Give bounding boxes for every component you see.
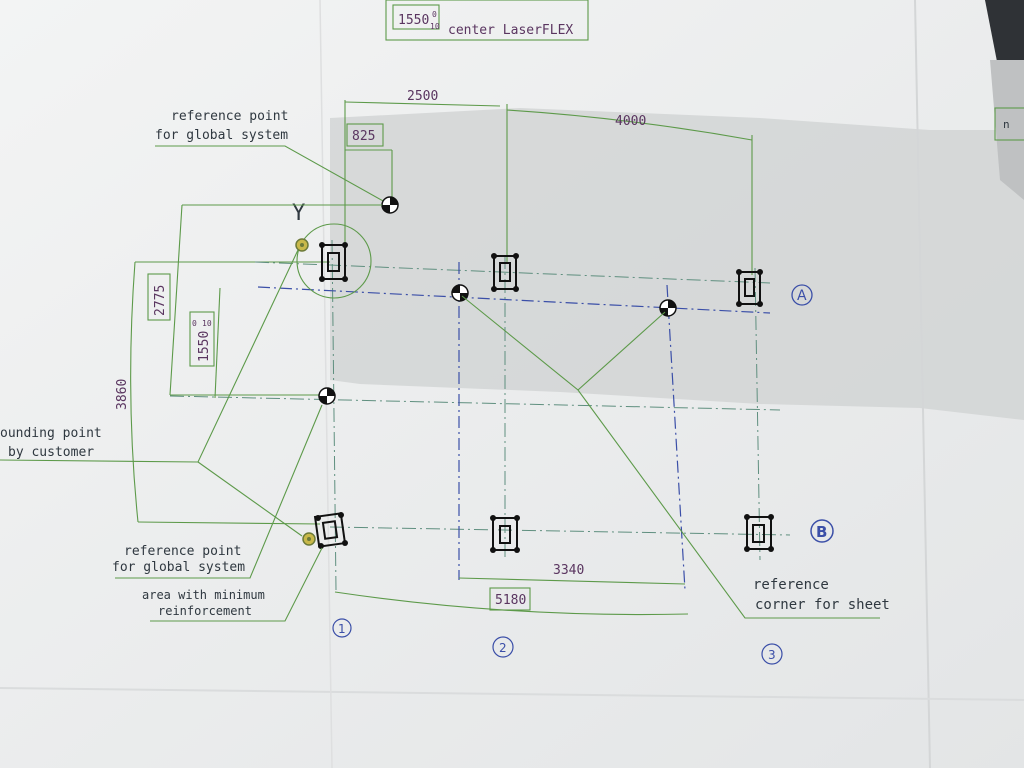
grounding-leader-bottom xyxy=(197,461,303,537)
dim-825: 825 xyxy=(352,129,375,144)
y-axis-label: Y xyxy=(292,201,305,226)
grid-bubble-3: 3 xyxy=(761,643,783,665)
title-block: 1550 0 10 center LaserFLEX xyxy=(385,0,589,41)
dim-4000: 4000 xyxy=(615,114,646,129)
support-a2 xyxy=(491,253,519,292)
grid-bubble-b: B xyxy=(810,519,834,543)
corner-title-box xyxy=(994,107,1024,141)
fold-line xyxy=(914,0,931,768)
reference-marker-center xyxy=(318,387,336,405)
ref-global-bottom-leader xyxy=(115,404,323,579)
ref-corner-line2: corner for sheet xyxy=(755,597,890,613)
min-reinf-line1: area with minimum xyxy=(142,588,265,602)
svg-text:A: A xyxy=(797,288,807,304)
dim-2775: 2775 xyxy=(153,285,168,316)
dim-1550-tol-bottom: 10 xyxy=(202,319,212,328)
svg-text:3: 3 xyxy=(768,648,776,662)
bottom-dimensions: 3340 5180 xyxy=(334,563,689,616)
grid-bubble-2: 2 xyxy=(492,636,514,658)
ref-corner-line1: reference xyxy=(753,577,829,593)
grid-bubble-1: 1 xyxy=(332,618,352,638)
grounding-label-line2: by customer xyxy=(8,445,94,460)
title-suffix: center LaserFLEX xyxy=(448,23,573,38)
global-reference-marker-top-fill xyxy=(382,197,398,213)
dim-1550: 1550 xyxy=(197,331,212,362)
shadow-band xyxy=(330,108,1024,420)
support-b2 xyxy=(490,515,520,553)
ref-global-top-line2: for global system xyxy=(155,128,288,143)
reference-marker-sheet-right xyxy=(659,299,677,317)
grid-bubble-a: A xyxy=(791,284,813,306)
minimum-reinforcement-area-circle xyxy=(296,223,372,299)
shadow-right xyxy=(990,60,1024,200)
title-tol-bottom: 10 xyxy=(430,22,440,31)
ref-global-bottom-line2: for global system xyxy=(112,560,245,575)
grounding-label-line1: ounding point xyxy=(0,426,102,441)
ref-global-top-leader xyxy=(155,145,386,203)
min-reinforcement-leader xyxy=(150,547,323,622)
support-b3 xyxy=(744,514,774,552)
ref-global-bottom-line1: reference point xyxy=(124,544,241,559)
support-a1 xyxy=(319,242,348,282)
support-a3 xyxy=(736,269,763,307)
corner-box-text: n xyxy=(1003,118,1010,131)
svg-text:B: B xyxy=(816,523,827,541)
grounding-point-bottom-center xyxy=(307,537,311,541)
ref-corner-leader-branch xyxy=(577,311,666,391)
dim-3340: 3340 xyxy=(553,563,584,578)
dim-3860: 3860 xyxy=(115,379,130,410)
support-b1 xyxy=(313,512,348,549)
dim-5180: 5180 xyxy=(495,593,526,608)
title-value: 1550 xyxy=(398,13,429,28)
top-dimensions: 2500 4000 825 xyxy=(344,89,753,275)
title-tol-top: 0 xyxy=(432,10,437,19)
svg-text:2: 2 xyxy=(499,641,507,655)
ref-corner-leader xyxy=(461,295,880,619)
dim-1550-tol-top: 0 xyxy=(192,319,197,328)
min-reinf-line2: reinforcement xyxy=(158,604,252,618)
dim-2500: 2500 xyxy=(407,89,438,104)
fold-line xyxy=(0,687,1024,701)
svg-text:1: 1 xyxy=(338,622,346,636)
grounding-point-top-center xyxy=(300,243,304,247)
ref-global-top-line1: reference point xyxy=(171,109,288,124)
fold-line xyxy=(319,0,333,768)
